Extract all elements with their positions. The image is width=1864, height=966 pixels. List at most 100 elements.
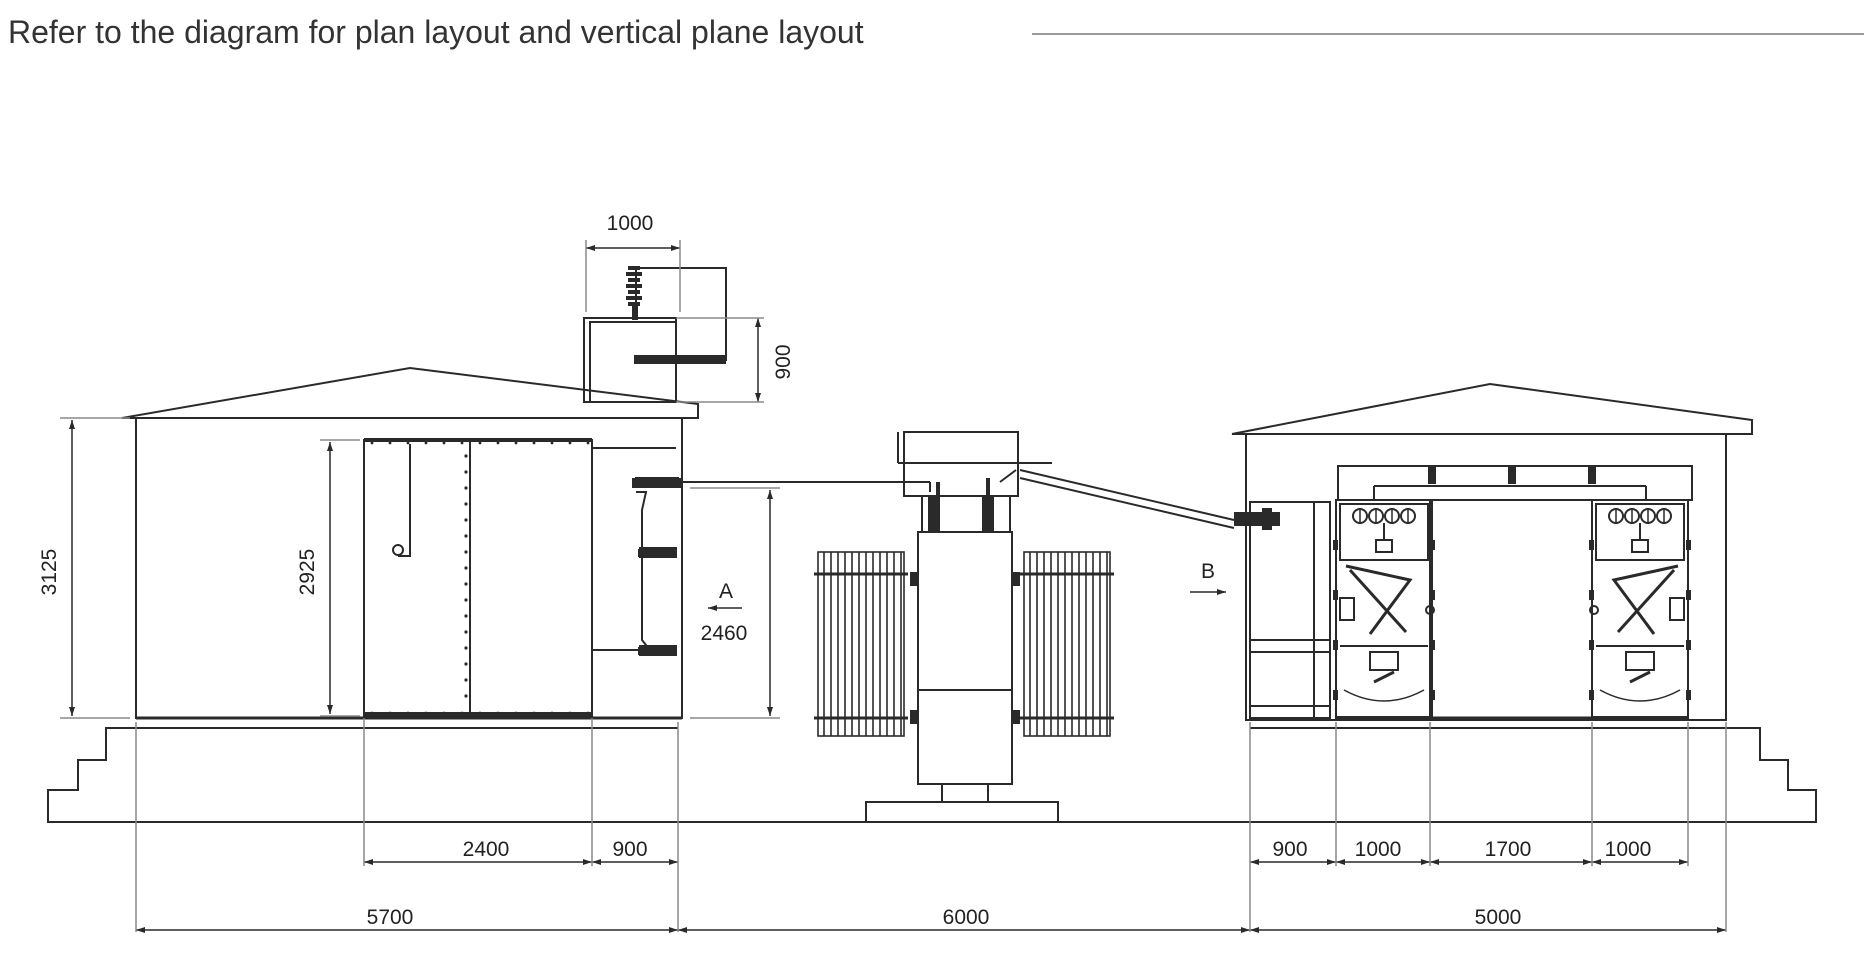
frame-fixing (1686, 690, 1691, 700)
switchgear-cabinets (1333, 499, 1691, 720)
panel-rivet (388, 711, 392, 715)
dim-label-transformer-spacing: 6000 (943, 906, 990, 929)
panel-rivet (464, 630, 468, 634)
left-radiator-frame (817, 551, 905, 737)
right-radiator (1020, 551, 1114, 737)
dim-label-right-cabinet-1: 1000 (1355, 838, 1402, 861)
left-main-bushing (632, 478, 682, 655)
panel-rivet (514, 711, 518, 715)
right-building-wall (1245, 433, 1727, 721)
panel-rivet (568, 711, 572, 715)
transformer-tank (917, 531, 1013, 785)
fuse-icon (1375, 539, 1393, 553)
cabinet-left-top-compartment (1339, 503, 1429, 561)
panel-rivet (464, 582, 468, 586)
view-label-a: A (719, 580, 733, 603)
panel-rivet (464, 566, 468, 570)
panel-handle-icon (392, 544, 404, 556)
cabinet-left (1333, 499, 1435, 720)
dimension-lines (69, 245, 1726, 933)
panel-rivet (460, 711, 464, 715)
panel-rivet (464, 614, 468, 618)
cable-termination (1234, 508, 1280, 530)
top-insulator-icon (626, 266, 642, 320)
cabinet-left-fixings (1333, 540, 1435, 700)
cable-loop (1599, 689, 1681, 702)
panel-rivet (464, 678, 468, 682)
earthing-switch (1373, 670, 1395, 684)
right-building (1231, 382, 1753, 721)
panel-rivet (550, 711, 554, 715)
right-roof (1231, 382, 1753, 435)
dim-label-top-bushing-height: 900 (772, 344, 795, 379)
heading-row: Refer to the diagram for plan layout and… (0, 0, 1864, 70)
dim-label-right-cabinet-2: 1000 (1605, 838, 1652, 861)
frame-fixing (1333, 590, 1338, 600)
panel-rivet (460, 441, 464, 445)
panel-rivet (424, 711, 428, 715)
dim-label-cable-height: 2460 (701, 622, 748, 645)
transformer-connectors (910, 572, 1020, 724)
extension-lines (60, 240, 1727, 932)
frame-fixing (1430, 640, 1435, 650)
hv-busbar (682, 469, 1235, 529)
dim-label-left-panel-height: 2925 (296, 549, 319, 596)
operating-mechanism-icon (1339, 597, 1355, 621)
panel-rivets (370, 441, 590, 715)
frame-fixing (1686, 540, 1691, 550)
disconnector-blade (1345, 564, 1413, 635)
panel-rivet (424, 441, 428, 445)
panel-rivet (496, 441, 500, 445)
dim-label-right-middle: 1700 (1485, 838, 1532, 861)
panel-rivet (514, 441, 518, 445)
panel-rivet (464, 518, 468, 522)
ct-icon (1625, 651, 1655, 671)
transformer-bushings (928, 478, 994, 532)
panel-rivet (568, 441, 572, 445)
panel-rivet (464, 598, 468, 602)
dim-label-top-bushing-width: 1000 (607, 212, 654, 235)
panel-rivet (464, 550, 468, 554)
operating-mechanism-icon (1669, 597, 1685, 621)
panel-rivet (442, 711, 446, 715)
top-bushing-housing (583, 267, 727, 403)
cable-loop (1343, 689, 1425, 702)
frame-fixing (1686, 590, 1691, 600)
panel-rivet (532, 441, 536, 445)
panel-rivet (406, 711, 410, 715)
panel-rivet (550, 441, 554, 445)
panel-rivet (496, 711, 500, 715)
panel-rivet (388, 441, 392, 445)
cable-inlet-frame (1249, 501, 1331, 719)
disconnector-blade (1616, 568, 1676, 634)
page-heading: Refer to the diagram for plan layout and… (8, 14, 864, 50)
dim-label-left-gap: 900 (612, 838, 647, 861)
right-busbar-insulators (1428, 466, 1596, 484)
middle-bay (1429, 500, 1593, 720)
panel-rivet (586, 441, 590, 445)
left-building (121, 366, 699, 720)
fuse-icon (1631, 539, 1649, 553)
panel-rivet (464, 662, 468, 666)
door-hinge-icon (1589, 605, 1599, 615)
frame-fixing (1430, 590, 1435, 600)
dim-label-right-gap: 900 (1272, 838, 1307, 861)
panel-rivet (370, 441, 374, 445)
left-switchgear-panel (363, 438, 593, 717)
frame-fixing (1430, 540, 1435, 550)
dim-label-right-building-width: 5000 (1475, 906, 1522, 929)
dim-label-left-building-height: 3125 (38, 549, 61, 596)
panel-rivet (478, 441, 482, 445)
panel-rivet (586, 711, 590, 715)
heading-rule (1032, 33, 1864, 35)
panel-rivet (464, 502, 468, 506)
panel-rivet (464, 454, 468, 458)
panel-rivet (464, 646, 468, 650)
panel-rivet (464, 694, 468, 698)
panel-rivet (464, 534, 468, 538)
panel-rivet (464, 486, 468, 490)
panel-rivet (442, 441, 446, 445)
ground-plinth (47, 727, 1817, 823)
dim-label-left-panel-width: 2400 (463, 838, 510, 861)
